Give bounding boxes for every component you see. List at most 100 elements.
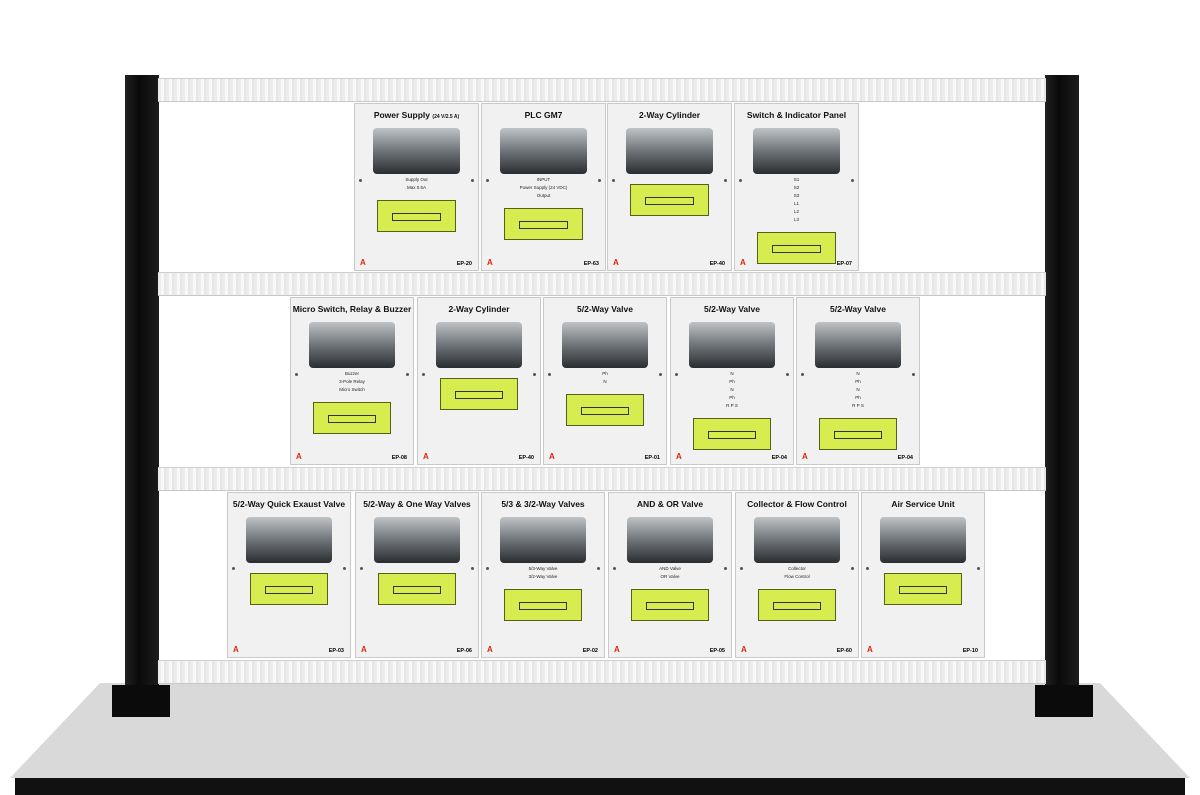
component-device bbox=[689, 322, 775, 368]
shelf-rail-2 bbox=[158, 272, 1046, 296]
panel-title-text: 5/2-Way Valve bbox=[830, 304, 886, 314]
panel-code: EP-07 bbox=[836, 261, 852, 267]
panel-title: Collector & Flow Control bbox=[736, 499, 858, 509]
screw-icon bbox=[612, 178, 615, 182]
component-device bbox=[754, 517, 840, 563]
pneumatic-symbol-diagram bbox=[631, 589, 709, 621]
panel-label: N bbox=[856, 387, 860, 392]
panel-title-text: PLC GM7 bbox=[524, 110, 563, 120]
panel-title-text: Air Service Unit bbox=[891, 499, 955, 509]
component-device bbox=[880, 517, 966, 563]
pneumatic-symbol-diagram bbox=[250, 573, 328, 605]
pneumatic-symbol-diagram bbox=[504, 208, 583, 240]
panel-label: 5/3-Way Valve bbox=[528, 566, 558, 571]
panel-label: AND Valve bbox=[659, 566, 681, 571]
trainer-panel: 5/3 & 3/2-Way Valves 5/3-Way Valve 3/2-Way… bbox=[481, 492, 605, 658]
screw-icon bbox=[724, 566, 727, 570]
screw-icon bbox=[598, 178, 601, 182]
panel-label: Micro Switch bbox=[339, 387, 365, 392]
component-device bbox=[500, 517, 586, 563]
panel-label: 3-Pole Relay bbox=[339, 379, 365, 384]
panel-label: N bbox=[730, 371, 734, 376]
panel-title: Power Supply (24 V/2.5 A) bbox=[355, 110, 478, 120]
panel-title-text: AND & OR Valve bbox=[636, 499, 704, 509]
panel-code: EP-02 bbox=[582, 648, 598, 654]
screw-icon bbox=[343, 566, 346, 570]
panel-label: R P S bbox=[852, 403, 864, 408]
screw-icon bbox=[851, 566, 854, 570]
brand-logo-icon: A bbox=[487, 258, 493, 267]
panel-code: EP-08 bbox=[391, 455, 407, 461]
panel-label: Ph bbox=[729, 395, 735, 400]
frame-post-left bbox=[125, 75, 159, 690]
screw-icon bbox=[659, 372, 662, 376]
panel-title: AND & OR Valve bbox=[609, 499, 731, 509]
screw-icon bbox=[232, 566, 235, 570]
panel-title-text: 5/3 & 3/2-Way Valves bbox=[501, 499, 585, 509]
brand-logo-icon: A bbox=[360, 258, 366, 267]
panel-code: EP-60 bbox=[836, 648, 852, 654]
panel-label: INPUT bbox=[536, 177, 551, 182]
panel-label: 3/2-Way Valve bbox=[528, 574, 558, 579]
brand-logo-icon: A bbox=[549, 452, 555, 461]
brand-logo-icon: A bbox=[487, 645, 493, 654]
screw-icon bbox=[801, 372, 804, 376]
panel-subtitle: (24 V/2.5 A) bbox=[432, 114, 460, 120]
panel-title: Micro Switch, Relay & Buzzer bbox=[291, 304, 413, 314]
brand-logo-icon: A bbox=[676, 452, 682, 461]
pneumatic-symbol-diagram bbox=[819, 418, 897, 450]
panel-code: EP-04 bbox=[897, 455, 913, 461]
brand-logo-icon: A bbox=[867, 645, 873, 654]
panel-code: EP-04 bbox=[771, 455, 787, 461]
panel-title: 2-Way Cylinder bbox=[418, 304, 540, 314]
brand-logo-icon: A bbox=[741, 645, 747, 654]
screw-icon bbox=[360, 566, 363, 570]
screw-icon bbox=[866, 566, 869, 570]
panel-title-text: 2-Way Cylinder bbox=[448, 304, 510, 314]
component-device bbox=[626, 128, 713, 174]
brand-logo-icon: A bbox=[613, 258, 619, 267]
screw-icon bbox=[597, 566, 600, 570]
panel-label: L1 bbox=[793, 201, 799, 206]
component-device bbox=[436, 322, 522, 368]
panel-label: Supply Out bbox=[405, 177, 428, 182]
panel-code: EP-10 bbox=[962, 648, 978, 654]
panel-label: Collector bbox=[788, 566, 806, 571]
panel-title-text: Collector & Flow Control bbox=[747, 499, 847, 509]
pneumatic-symbol-diagram bbox=[313, 402, 391, 434]
brand-logo-icon: A bbox=[614, 645, 620, 654]
panel-label: Ph bbox=[602, 371, 608, 376]
panel-title: 5/2-Way Valve bbox=[797, 304, 919, 314]
panel-label: S1 bbox=[793, 177, 800, 182]
screw-icon bbox=[740, 566, 743, 570]
panel-label: L3 bbox=[793, 217, 799, 222]
panel-title: 2-Way Cylinder bbox=[608, 110, 731, 120]
panel-label: Ph bbox=[855, 395, 861, 400]
panel-title: 5/2-Way Valve bbox=[544, 304, 666, 314]
pneumatic-symbol-diagram bbox=[884, 573, 962, 605]
brand-logo-icon: A bbox=[740, 258, 746, 267]
screw-icon bbox=[739, 178, 742, 182]
panel-title: 5/2-Way Valve bbox=[671, 304, 793, 314]
screw-icon bbox=[471, 178, 474, 182]
screw-icon bbox=[613, 566, 616, 570]
panel-label: R P S bbox=[726, 403, 738, 408]
brand-logo-icon: A bbox=[233, 645, 239, 654]
panel-label: Buzzer bbox=[344, 371, 359, 376]
panel-code: EP-03 bbox=[328, 648, 344, 654]
brand-logo-icon: A bbox=[423, 452, 429, 461]
shelf-rail-3 bbox=[158, 467, 1046, 491]
panel-label: Max 0.5A bbox=[406, 185, 426, 190]
